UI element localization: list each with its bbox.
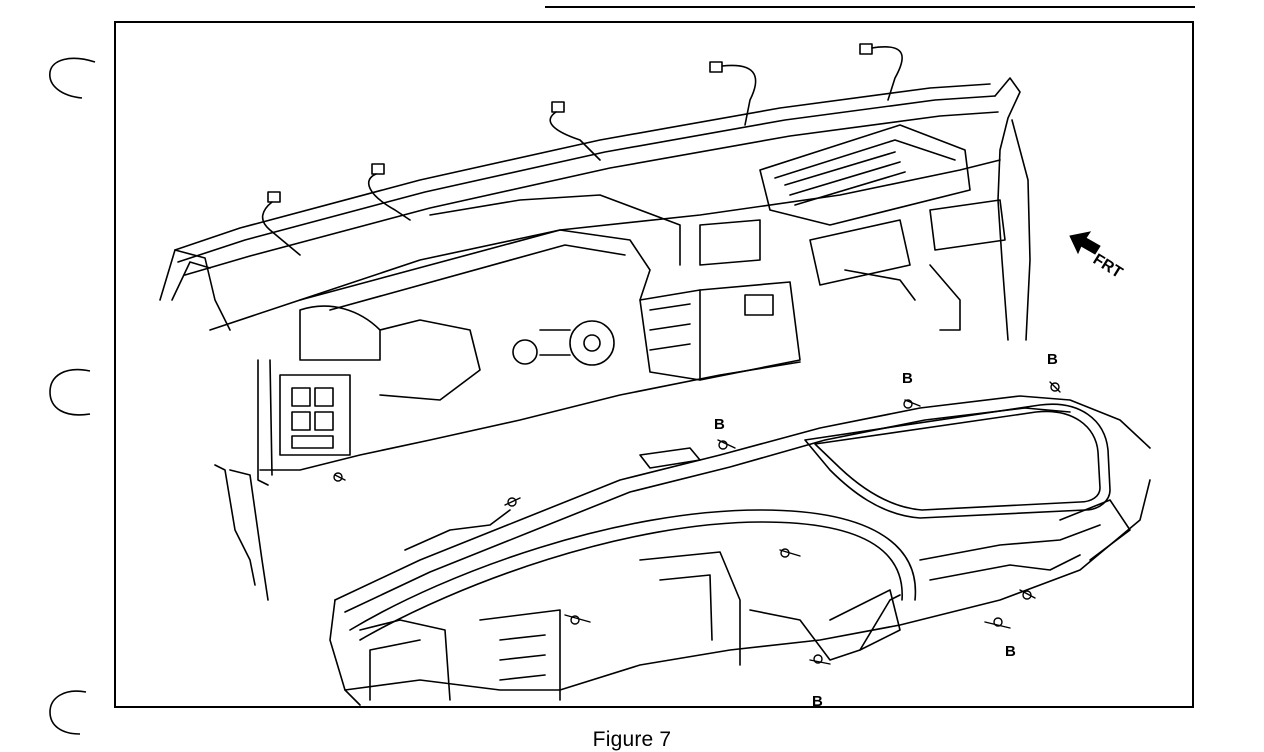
callout-b: B bbox=[714, 416, 725, 433]
instrument-panel-pad bbox=[329, 395, 1151, 706]
arrow-icon bbox=[1069, 231, 1101, 255]
header-rule bbox=[545, 6, 1195, 8]
figure-caption: Figure 7 bbox=[592, 728, 672, 751]
binder-hole-icon bbox=[49, 57, 96, 99]
callout-b: B bbox=[902, 370, 913, 387]
callout-b: B bbox=[1005, 643, 1016, 660]
dash-carrier bbox=[159, 77, 1031, 601]
figure-frame bbox=[114, 21, 1194, 708]
callout-b: B bbox=[812, 693, 823, 710]
binder-hole-icon bbox=[49, 690, 87, 735]
callout-b: B bbox=[1047, 351, 1058, 368]
binder-hole-icon bbox=[49, 368, 91, 416]
wiring-harness-connectors bbox=[261, 43, 903, 256]
frt-label: FRT bbox=[1090, 251, 1126, 282]
callout-labels: B B B B B bbox=[714, 351, 1058, 710]
fastener-screws bbox=[333, 381, 1061, 665]
front-direction-indicator: FRT bbox=[1069, 231, 1126, 282]
